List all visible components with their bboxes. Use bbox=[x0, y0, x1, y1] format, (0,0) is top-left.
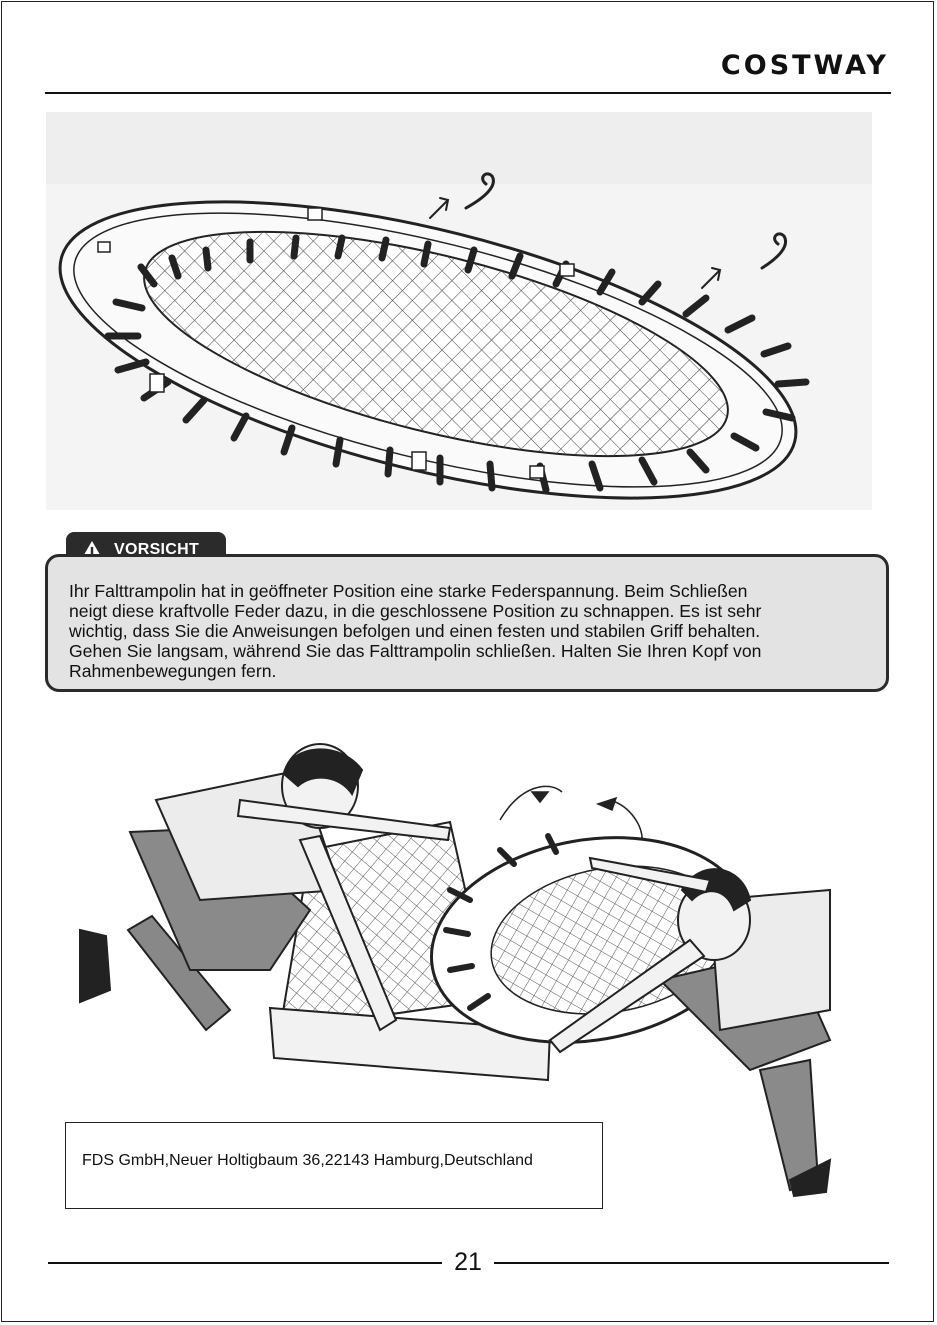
caution-text: Ihr Falttrampolin hat in geöffneter Posi… bbox=[69, 581, 762, 681]
spring-hook-icon bbox=[429, 172, 787, 289]
footer-rule-left bbox=[48, 1262, 442, 1264]
rotation-arrows bbox=[499, 785, 643, 845]
brand-logo: COSTWAY bbox=[720, 50, 889, 81]
page-number: 21 bbox=[454, 1248, 482, 1276]
company-address: FDS GmbH,Neuer Holtigbaum 36,22143 Hambu… bbox=[82, 1152, 533, 1169]
header-rule bbox=[45, 92, 891, 94]
address-box: FDS GmbH,Neuer Holtigbaum 36,22143 Hambu… bbox=[65, 1122, 603, 1209]
person-right bbox=[548, 856, 832, 1198]
person-left bbox=[79, 743, 452, 1032]
caution-box: Ihr Falttrampolin hat in geöffneter Posi… bbox=[45, 554, 889, 692]
trampoline-springs-illustration bbox=[46, 112, 872, 510]
inner-frame bbox=[73, 212, 783, 488]
caution-title: VORSICHT bbox=[114, 541, 200, 558]
folding-trampoline-illustration bbox=[79, 743, 832, 1198]
footer-rule-right bbox=[494, 1262, 889, 1264]
